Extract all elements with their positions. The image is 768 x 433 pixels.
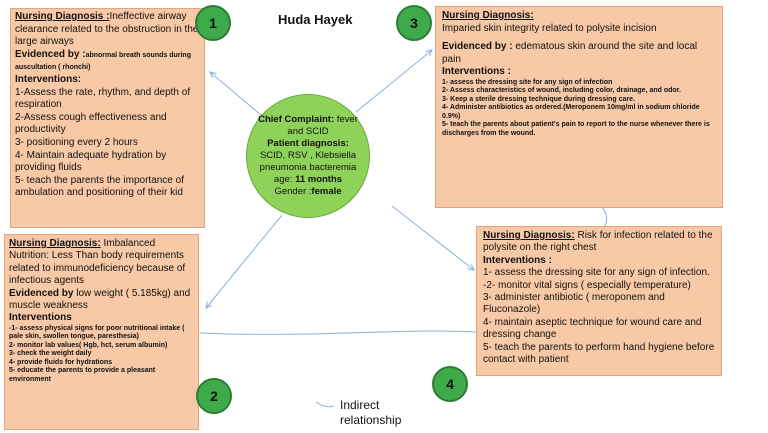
- box2-intervention: 2- monitor lab values( Hgb, hct, serum a…: [9, 341, 168, 349]
- box4-diagnosis: Risk for infection related to the polysi…: [483, 230, 713, 254]
- age-label: age:: [273, 174, 296, 185]
- legend-indirect-relationship: Indirect relationship: [340, 398, 402, 427]
- gender-value: female: [311, 186, 342, 197]
- box3-evidence: edematous skin around the site and local…: [442, 41, 698, 65]
- arrow-to-box2: [206, 214, 283, 308]
- nursing-diagnosis-box-1: Nursing Diagnosis :Ineffective airway cl…: [10, 8, 205, 228]
- box1-interventions-label: Interventions:: [15, 73, 82, 85]
- box3-evidence-label: Evidenced by :: [442, 41, 513, 53]
- box2-intervention: -1- assess physical signs for poor nutri…: [9, 324, 185, 341]
- box4-intervention: -2- monitor vital signs ( especially tem…: [483, 279, 691, 291]
- box3-diagnosis: Imparied skin integrity related to polys…: [442, 22, 657, 34]
- box4-intervention: 1- assess the dressing site for any sign…: [483, 267, 710, 279]
- patient-diagnosis-label: Patient diagnosis:: [267, 138, 349, 149]
- box3-header: Nursing Diagnosis:: [442, 10, 534, 21]
- box1-intervention: 4- Maintain adequate hydration by provid…: [15, 149, 167, 174]
- box3-intervention: 4- Administer antibiotics as ordered.(Me…: [442, 104, 700, 120]
- box4-interventions-label: Interventions :: [483, 254, 552, 266]
- indirect-link-box2-box4: [199, 330, 477, 335]
- nursing-diagnosis-box-3: Nursing Diagnosis: Imparied skin integri…: [435, 6, 723, 208]
- box2-intervention: 3- check the weight daily: [9, 350, 92, 358]
- box4-intervention: 3- administer antibiotic ( meroponem and…: [483, 292, 665, 316]
- box3-intervention: 5- teach the parents about patient's pai…: [442, 121, 710, 137]
- box1-header: Nursing Diagnosis :: [15, 11, 110, 22]
- box3-intervention: 1- assess the dressing site for any sign…: [442, 78, 613, 86]
- box2-evidence: low weight ( 5.185kg) and muscle weaknes…: [9, 287, 191, 312]
- gender-label: Gender :: [274, 186, 312, 197]
- nursing-diagnosis-box-4: Nursing Diagnosis: Risk for infection re…: [476, 226, 722, 376]
- arrow-to-box1: [210, 72, 263, 117]
- box2-header: Nursing Diagnosis:: [9, 238, 101, 249]
- box1-intervention: 1-Assess the rate, rhythm, and depth of …: [15, 86, 191, 111]
- number-badge-4: 4: [432, 366, 468, 402]
- arrow-to-box3: [355, 50, 432, 113]
- box2-evidence-label: Evidenced by: [9, 287, 74, 299]
- box1-intervention: 5- teach the parents the importance of a…: [15, 174, 184, 199]
- nursing-diagnosis-box-2: Nursing Diagnosis: Imbalanced Nutrition:…: [4, 234, 199, 430]
- box3-intervention: 3- Keep a sterile dressing technique dur…: [442, 95, 635, 103]
- box1-intervention: 2-Assess cough effectiveness and product…: [15, 111, 167, 136]
- box4-intervention: 4- maintain aseptic technique for wound …: [483, 316, 702, 341]
- box2-intervention: 4- provide fluids for hydrations: [9, 358, 113, 366]
- box3-intervention: 2- Assess characteristics of wound, incl…: [442, 87, 681, 95]
- patient-diagnosis-value: SCID, RSV , Klebsiella pneumonia bactere…: [259, 150, 357, 173]
- arrow-to-box4: [391, 205, 474, 270]
- box2-intervention: 5- educate the parents to provide a plea…: [9, 367, 156, 383]
- box4-header: Nursing Diagnosis:: [483, 230, 575, 241]
- number-badge-1: 1: [195, 5, 231, 41]
- number-badge-2: 2: [196, 378, 232, 414]
- box2-interventions-label: Interventions: [9, 312, 72, 324]
- box1-intervention: 3- positioning every 2 hours: [15, 136, 138, 148]
- legend-line: [315, 401, 335, 408]
- author-name: Huda Hayek: [278, 12, 353, 27]
- patient-summary-circle: Chief Complaint: fever and SCID Patient …: [246, 94, 370, 218]
- chief-complaint-value: fever and SCID: [287, 114, 358, 137]
- box4-intervention: 5- teach the parents to perform hand hyg…: [483, 341, 715, 366]
- box1-diagnosis: Ineffective airway clearance related to …: [15, 11, 199, 48]
- chief-complaint-label: Chief Complaint:: [258, 114, 335, 125]
- age-value: 11 months: [295, 174, 343, 185]
- number-badge-3: 3: [396, 5, 432, 41]
- box3-interventions-label: Interventions :: [442, 66, 511, 78]
- box1-evidence-label: Evidenced by :: [15, 48, 86, 60]
- box2-diagnosis: Imbalanced Nutrition: Less Than body req…: [9, 238, 186, 287]
- box1-evidence: abnormal breath sounds during auscultati…: [15, 51, 191, 72]
